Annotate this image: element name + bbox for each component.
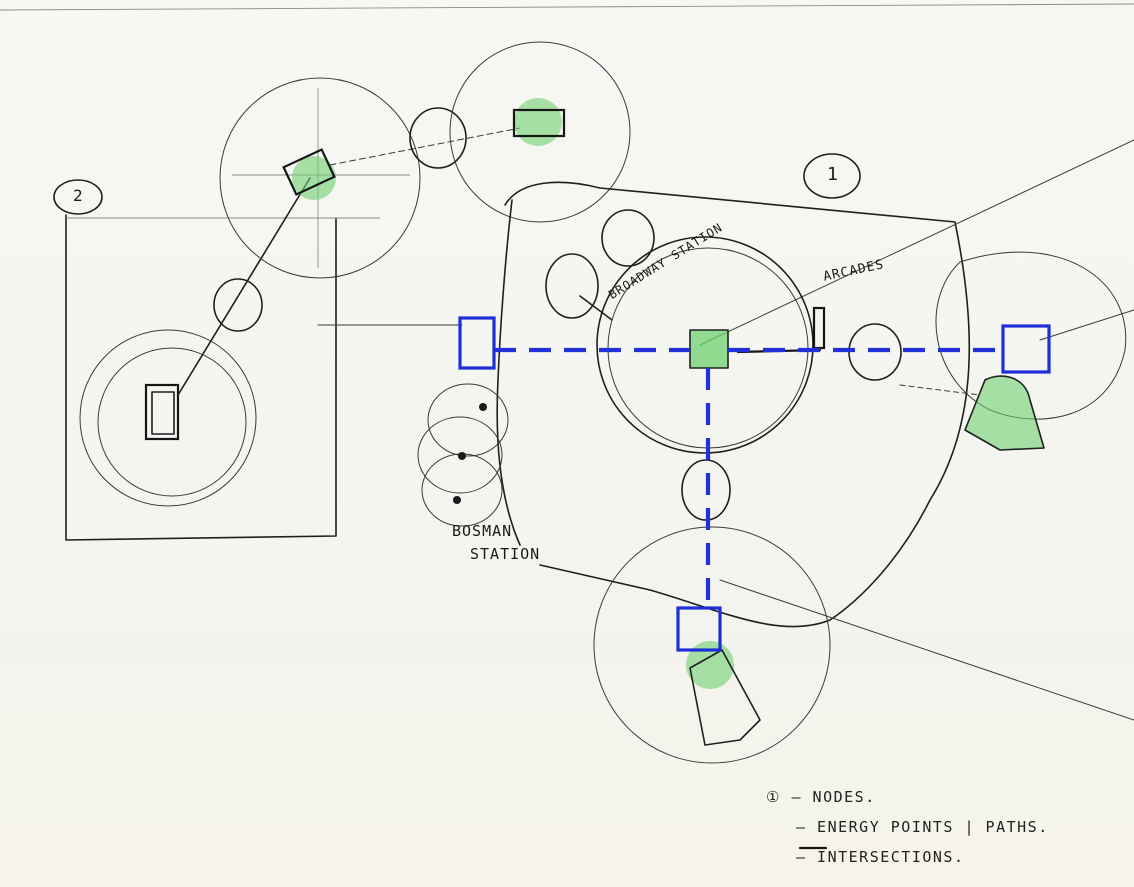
energy-point-right [965, 376, 1044, 450]
bosman-dot-2 [458, 452, 466, 460]
label-bosman: BOSMAN [452, 522, 512, 540]
bosman-dot-1 [479, 403, 487, 411]
building-bottom-left-inner [152, 392, 174, 434]
intersection-right [1003, 326, 1049, 372]
legend-energy-points: – ENERGY POINTS | PATHS. [796, 818, 1049, 836]
bosman-circle-1 [428, 384, 508, 456]
label-node-1: 1 [827, 164, 839, 185]
path-top [330, 128, 520, 165]
node-top-small [410, 108, 466, 168]
energy-point-top-center [514, 98, 562, 146]
label-node-2: 2 [73, 186, 84, 205]
bosman-circle-3 [422, 454, 502, 526]
site-boundary-left [66, 215, 336, 540]
line-right-out [1040, 310, 1134, 340]
node-broadway-left [546, 254, 598, 318]
node-left-small [214, 279, 262, 331]
legend-nodes: ① – NODES. [766, 788, 876, 806]
circle-bottom-left-inner [98, 348, 246, 496]
circle-bottom-left-outer [80, 330, 256, 506]
perspective-line-top [700, 140, 1134, 345]
street-line-vertical [497, 200, 520, 545]
site-outline-main [505, 182, 969, 626]
path-left-diagonal [178, 178, 310, 395]
bosman-dot-3 [453, 496, 461, 504]
arcade-marker [814, 308, 824, 348]
paper-edge [0, 4, 1134, 10]
perspective-line-bottom [720, 580, 1134, 720]
label-station: STATION [470, 545, 540, 563]
node-upper-center [602, 210, 654, 266]
legend-intersections: — INTERSECTIONS. [796, 848, 965, 866]
energy-point-central [690, 330, 728, 368]
intersection-left [460, 318, 494, 368]
